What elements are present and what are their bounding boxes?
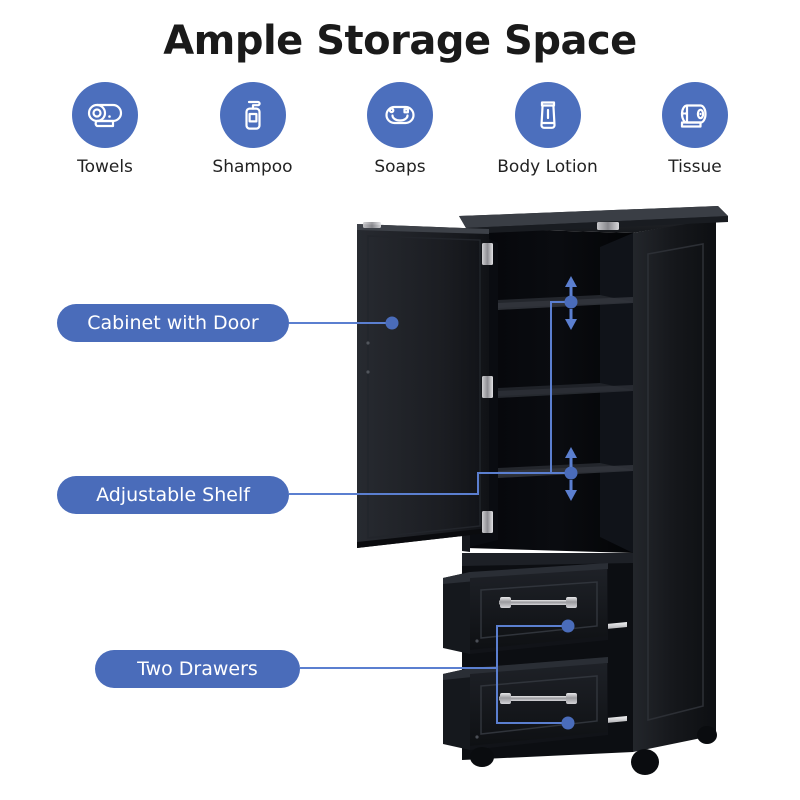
feature-label: Body Lotion (497, 157, 598, 177)
page-title: Ample Storage Space (163, 18, 637, 64)
lotion-tube-icon (514, 82, 581, 148)
arrow-down-shelf-lower (565, 480, 577, 501)
drawer-lower (443, 657, 608, 750)
leader-dot-shelf-lower (564, 466, 578, 480)
leader-dot-shelf-upper (564, 295, 578, 309)
drawer-handle-lower[interactable] (499, 693, 577, 704)
feature-icon-row: Towels Shampoo Soaps (40, 82, 760, 177)
leader-dots (385, 295, 578, 730)
leader-line-drawer-upper (300, 625, 568, 669)
leader-lines (289, 301, 571, 724)
leader-dot-drawer-upper (561, 619, 575, 633)
leader-line-shelf (289, 472, 551, 495)
shelf-adjust-arrows (565, 276, 577, 501)
cabinet-feet (470, 726, 717, 775)
feature-item-towels: Towels (40, 82, 170, 177)
arrow-up-shelf-lower (565, 447, 577, 467)
shampoo-bottle-icon (219, 82, 286, 148)
leader-dot-drawer-lower (561, 716, 575, 730)
drawer-handle-upper[interactable] (499, 597, 577, 608)
towel-roll-icon (72, 82, 138, 148)
leader-dot-door (385, 316, 399, 330)
feature-item-tissue: Tissue (630, 82, 760, 177)
soap-bar-icon (367, 82, 433, 148)
feature-label: Tissue (668, 157, 722, 177)
feature-label: Soaps (374, 157, 426, 177)
feature-item-body-lotion: Body Lotion (483, 82, 613, 177)
drawer-upper (443, 563, 608, 654)
door-hinges (482, 243, 493, 533)
leader-line-drawer-lower (496, 668, 568, 724)
callout-cabinet-with-door: Cabinet with Door (57, 304, 289, 342)
arrow-up-shelf-upper (565, 276, 577, 296)
feature-item-soaps: Soaps (335, 82, 465, 177)
tissue-roll-icon (662, 82, 728, 148)
arrow-down-shelf-upper (565, 309, 577, 330)
callout-adjustable-shelf: Adjustable Shelf (57, 476, 289, 514)
callout-two-drawers: Two Drawers (95, 650, 300, 688)
feature-label: Shampoo (212, 157, 293, 177)
top-hinge-plate (597, 222, 619, 230)
leader-line-shelf-column (550, 301, 571, 473)
cabinet-right-side-panel (633, 218, 716, 752)
feature-item-shampoo: Shampoo (188, 82, 318, 177)
feature-label: Towels (77, 157, 133, 177)
cabinet-open-door (357, 222, 489, 548)
